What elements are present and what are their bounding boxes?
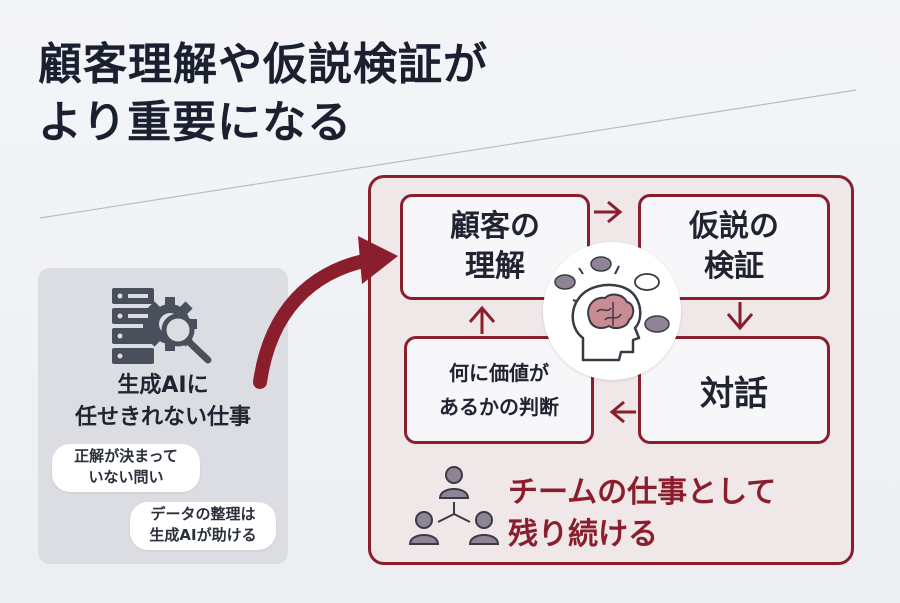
step-customer-understanding: 顧客の 理解 xyxy=(400,194,590,300)
title-line-2: より重要になる xyxy=(38,97,353,148)
team-statement: チームの仕事として 残り続ける xyxy=(508,472,848,556)
step-1-line-2: 理解 xyxy=(465,249,525,284)
step-1-line-1: 顧客の xyxy=(450,209,540,244)
step-3-line-1: 対話 xyxy=(700,373,768,414)
bubble-1-line-2: いない問い xyxy=(88,468,164,486)
speech-bubble-ai-helps: データの整理は 生成AIが助ける xyxy=(130,502,276,550)
left-caption-line-1: 生成AIに xyxy=(117,373,209,398)
step-2-line-1: 仮説の xyxy=(689,209,779,244)
left-caption-line-2: 任せきれない仕事 xyxy=(74,405,251,430)
step-4-line-1: 何に価値が xyxy=(449,361,549,385)
curved-arrow-icon xyxy=(253,236,398,389)
team-line-2: 残り続ける xyxy=(508,517,658,552)
brain-head-thinking-icon xyxy=(554,256,670,362)
speech-bubble-open-question: 正解が決まって いない問い xyxy=(52,444,200,492)
step-dialogue: 対話 xyxy=(638,336,830,444)
arrow-right-icon xyxy=(594,200,623,224)
server-gear-search-icon xyxy=(112,288,212,364)
arrow-down-icon xyxy=(726,302,754,331)
team-icon xyxy=(408,466,500,545)
page-title: 顧客理解や仮説検証が より重要になる xyxy=(38,36,598,152)
arrow-left-icon xyxy=(609,400,636,424)
bubble-2-line-1: データの整理は xyxy=(150,505,256,523)
step-2-line-2: 検証 xyxy=(704,249,764,284)
team-line-1: チームの仕事として xyxy=(508,475,777,510)
arrow-up-icon xyxy=(468,305,496,334)
step-4-line-2: あるかの判断 xyxy=(439,395,559,419)
bubble-2-line-2: 生成AIが助ける xyxy=(149,526,257,544)
bubble-1-line-1: 正解が決まって xyxy=(74,447,178,465)
title-line-1: 顧客理解や仮説検証が xyxy=(38,39,488,90)
left-panel-caption: 生成AIに 任せきれない仕事 xyxy=(38,370,288,434)
